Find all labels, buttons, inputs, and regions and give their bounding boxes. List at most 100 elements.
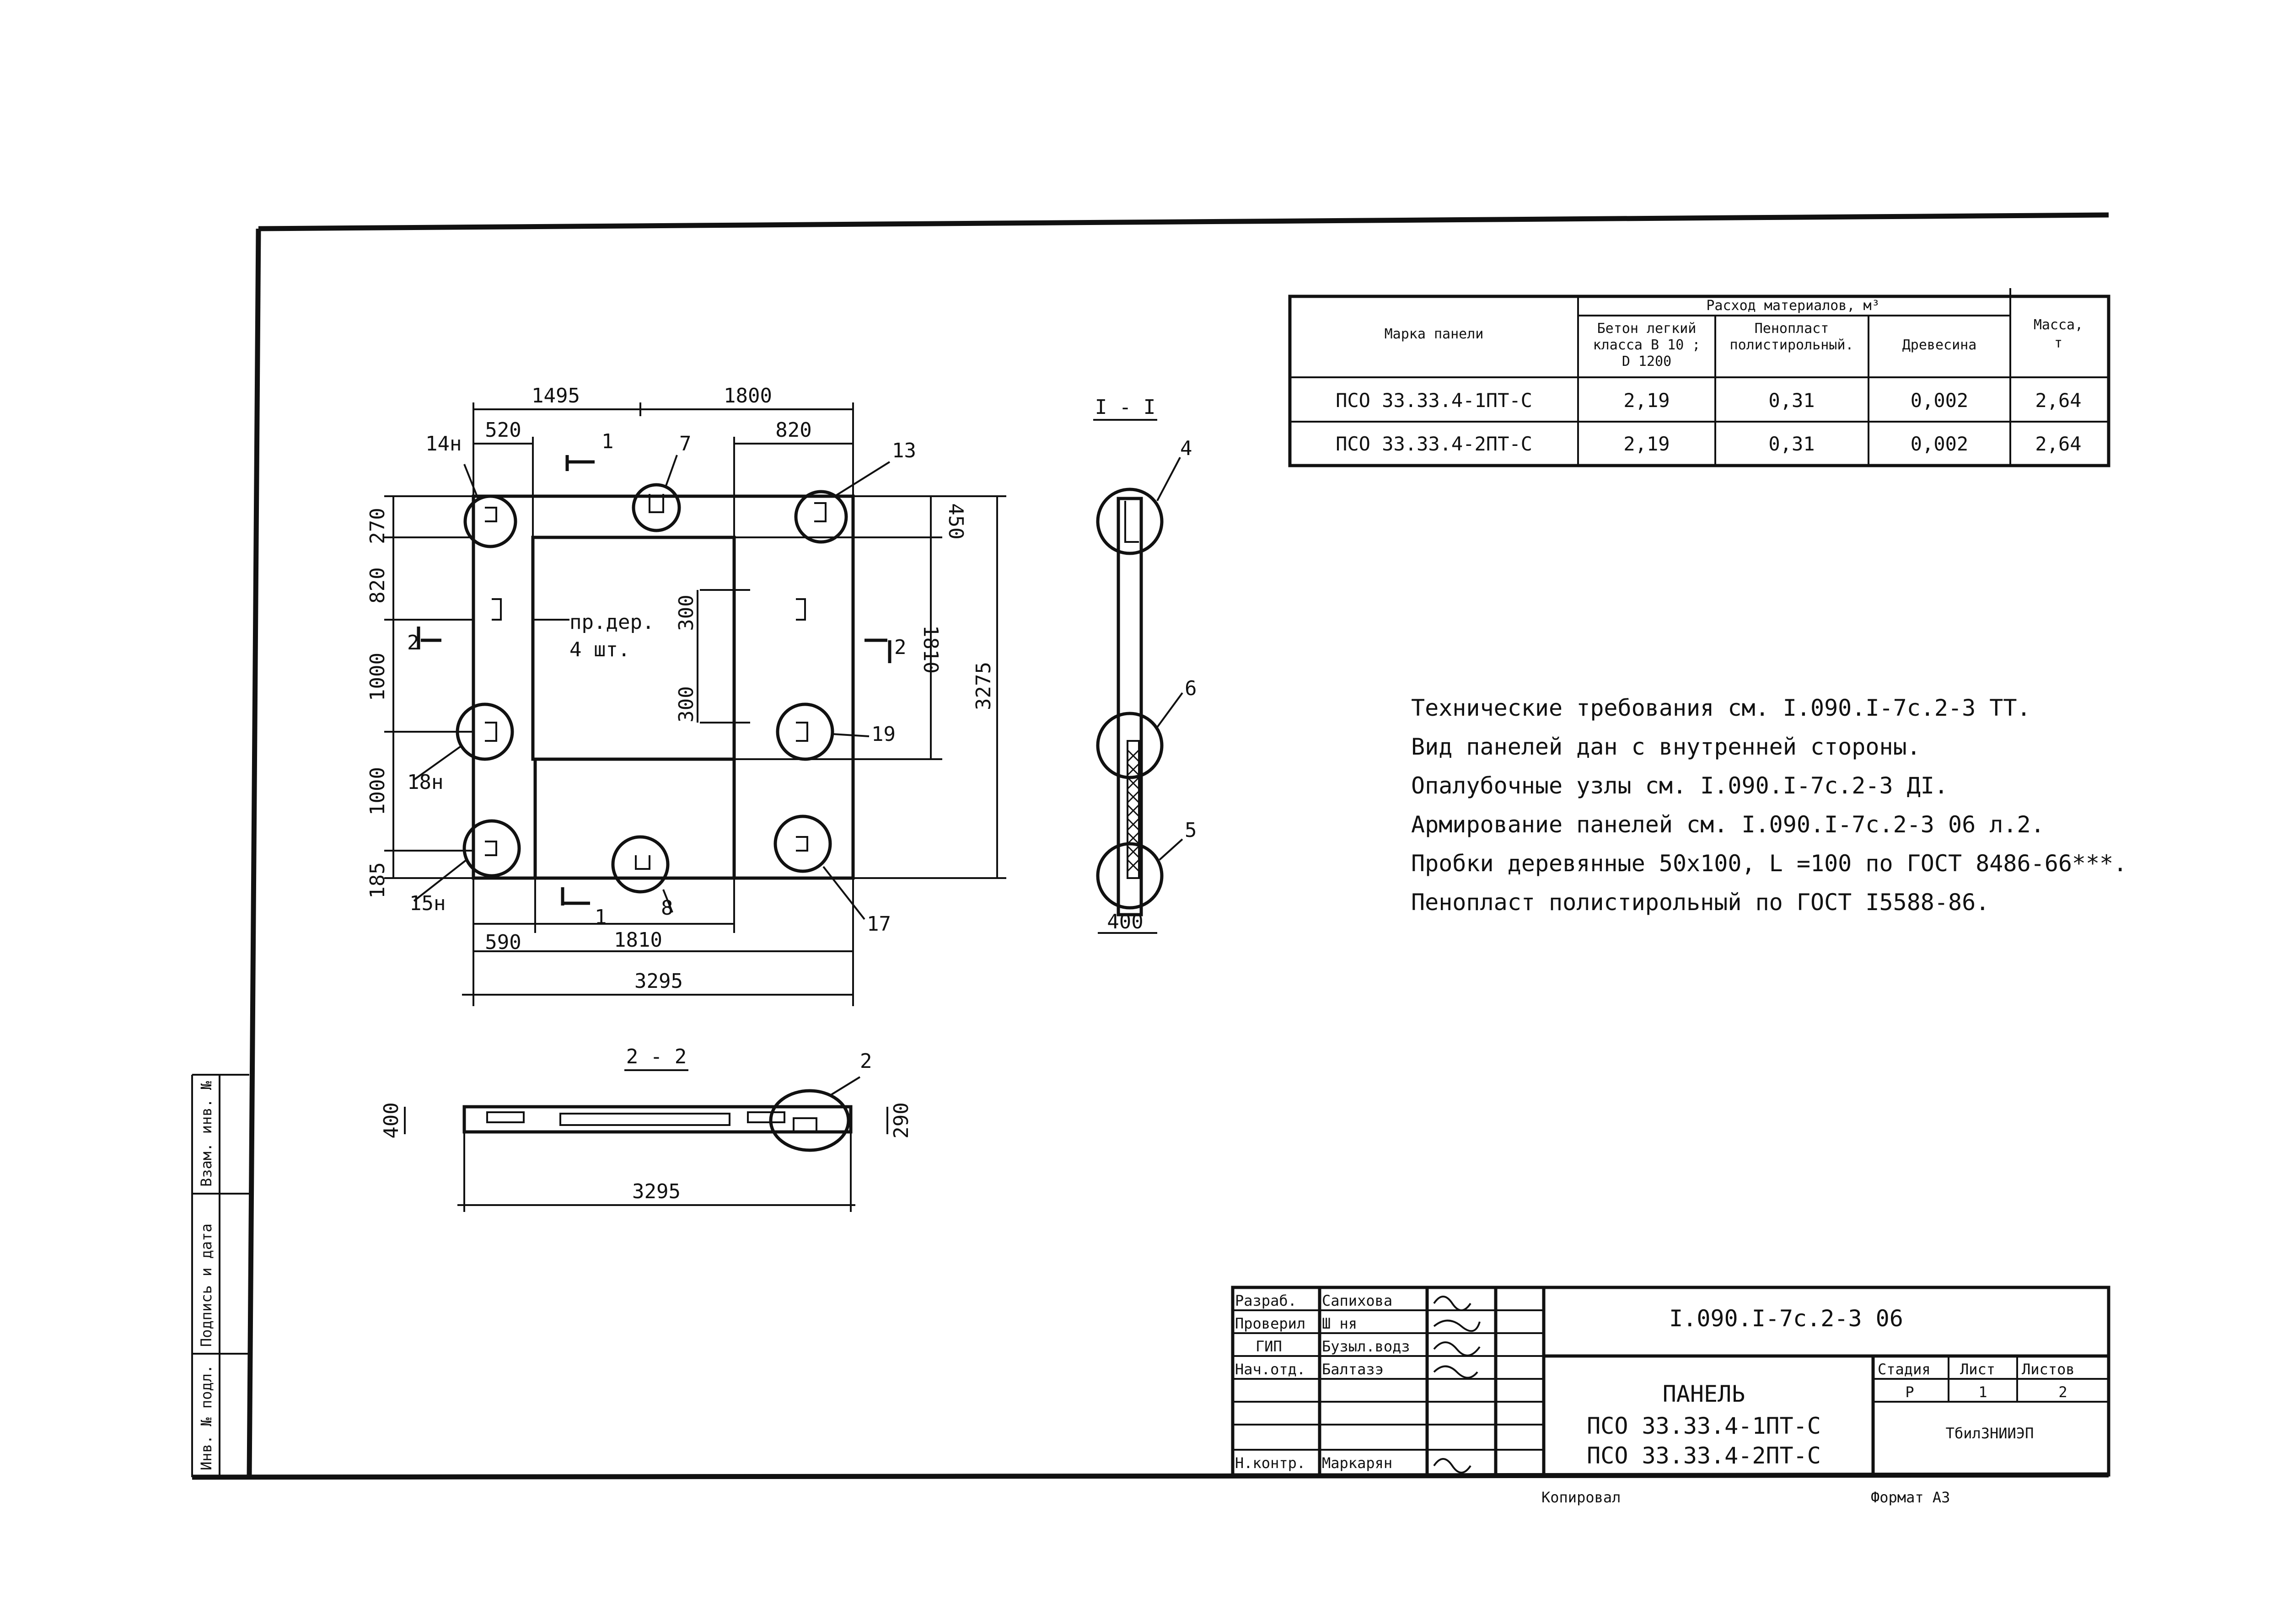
note-2: Вид панелей дан с внутренней стороны. — [1411, 734, 1921, 760]
stamp-name-2: Ш ня — [1322, 1315, 1357, 1332]
section-1-1: I - I 4 6 5 400 — [1093, 396, 1197, 934]
stamp-role-2: Проверил — [1235, 1315, 1305, 1332]
node-circle-2 — [769, 1089, 850, 1152]
table-header-mark: Марка панели — [1385, 326, 1484, 342]
table-row-2-mark: ПСО 33.33.4-2ПТ-С — [1336, 433, 1532, 455]
stamp-name-3: Бузыл.водз — [1322, 1338, 1410, 1355]
dim-top-1800: 1800 — [724, 384, 772, 407]
stamp-name-4: Балтазэ — [1322, 1361, 1384, 1378]
note-4: Армирование панелей см. I.090.I-7с.2-3 0… — [1411, 811, 2045, 838]
table-row-1-wood: 0,002 — [1911, 389, 1968, 412]
dim-left-270: 270 — [366, 508, 389, 544]
table-header-foam-2: полистирольный. — [1730, 337, 1854, 353]
table-header-foam-1: Пенопласт — [1755, 321, 1829, 337]
dim-bottom-590: 590 — [485, 931, 521, 954]
dim-inner-300-a: 300 — [675, 595, 698, 631]
table-header-mass-1: Масса, — [2034, 317, 2083, 333]
table-header-mass-2: т — [2054, 335, 2062, 351]
stamp-stage-label: Стадия — [1878, 1361, 1931, 1378]
section-2-2: 2 - 2 2 400 290 3295 — [380, 1045, 913, 1212]
table-header-wood: Древесина — [1902, 337, 1977, 353]
dim-left-1000-a: 1000 — [366, 653, 389, 701]
table-row-1-concrete: 2,19 — [1623, 389, 1670, 412]
node-label-7: 7 — [679, 432, 692, 456]
side-stamp-sign: Подпись и дата — [198, 1223, 215, 1347]
node-circle-14n — [463, 494, 517, 548]
dim-section22-290: 290 — [890, 1102, 913, 1138]
sheet-frame — [191, 212, 2109, 1480]
stamp-sheet-label: Лист — [1960, 1361, 1995, 1378]
node-label-17: 17 — [867, 912, 891, 936]
dim-top-1495: 1495 — [532, 384, 580, 407]
section-mark-1-bottom: 1 — [595, 906, 607, 929]
table-row-2-wood: 0,002 — [1911, 433, 1968, 455]
node-label-5: 5 — [1185, 819, 1197, 842]
node-label-19: 19 — [871, 723, 896, 746]
table-row-1-foam: 0,31 — [1768, 389, 1815, 412]
section-mark-2-left: 2 — [407, 631, 419, 654]
node-label-4: 4 — [1180, 437, 1192, 460]
section-1-1-title: I - I — [1095, 396, 1155, 419]
plug-note-2: 4 шт. — [569, 638, 630, 661]
copied-by-label: Копировал — [1541, 1489, 1621, 1506]
node-circle-15n — [462, 819, 521, 878]
dim-inner-300-b: 300 — [675, 686, 698, 722]
technical-notes: Технические требования см. I.090.I-7с.2-… — [1411, 695, 2127, 916]
dim-right-3275: 3275 — [972, 662, 995, 710]
table-row-2-foam: 0,31 — [1768, 433, 1815, 455]
table-header-group: Расход материалов, м³ — [1706, 298, 1879, 314]
node-circle-8 — [611, 835, 670, 894]
node-circle-7 — [632, 483, 681, 532]
side-stamp-inv: Инв. № подл. — [198, 1365, 215, 1470]
note-5: Пробки деревянные 50x100, L =100 по ГОСТ… — [1411, 850, 2127, 877]
node-label-6: 6 — [1185, 677, 1197, 700]
node-label-18n: 18н — [407, 771, 443, 794]
table-row-1-mark: ПСО 33.33.4-1ПТ-С — [1336, 389, 1532, 412]
node-label-8: 8 — [661, 896, 673, 920]
dim-top-820: 820 — [775, 418, 811, 442]
node-circle-19 — [776, 702, 834, 761]
section-mark-1-top: 1 — [601, 430, 614, 453]
dim-right-1810: 1810 — [919, 625, 942, 674]
node-label-14n: 14н — [425, 432, 462, 456]
panel-plan-view: 1495 1800 520 820 270 820 1000 1000 185 … — [366, 384, 1006, 1006]
table-header-concrete-2: класса В 10 ; — [1593, 337, 1701, 353]
note-3: Опалубочные узлы см. I.090.I-7с.2-3 ДI. — [1411, 772, 1948, 799]
format-label: Формат А3 — [1871, 1489, 1950, 1506]
table-row-2-concrete: 2,19 — [1623, 433, 1670, 455]
stamp-role-3: ГИП — [1256, 1338, 1282, 1355]
title-block: Разраб. Проверил ГИП Нач.отд. Н.контр. С… — [1231, 1286, 2110, 1477]
dim-overall-3295: 3295 — [634, 970, 683, 993]
section-mark-2-right: 2 — [894, 636, 907, 659]
stamp-org: ТбилЗНИИЭП — [1946, 1425, 2034, 1442]
dim-bottom-1810: 1810 — [614, 928, 662, 952]
node-label-2: 2 — [860, 1050, 872, 1073]
stamp-sheets-value: 2 — [2058, 1383, 2067, 1401]
materials-table: Расход материалов, м³ Марка панели Бетон… — [1288, 288, 2110, 467]
node-label-15n: 15н — [409, 892, 446, 915]
table-header-concrete-1: Бетон легкий — [1597, 321, 1697, 337]
note-1: Технические требования см. I.090.I-7с.2-… — [1411, 695, 2031, 721]
node-circle-6 — [1096, 712, 1164, 779]
plug-note-1: пр.дер. — [569, 611, 654, 634]
node-label-13: 13 — [892, 439, 916, 462]
note-6: Пенопласт полистирольный по ГОСТ I5588-8… — [1411, 889, 1989, 916]
stamp-doc-code: I.090.I-7с.2-3 06 — [1669, 1305, 1903, 1332]
side-stamp-replace: Взам. инв. № — [198, 1081, 215, 1187]
stamp-role-7: Н.контр. — [1235, 1454, 1305, 1472]
section-2-2-title: 2 - 2 — [626, 1045, 687, 1068]
table-row-1-mass: 2,64 — [2035, 389, 2081, 412]
dim-left-185: 185 — [366, 862, 389, 898]
node-circle-17 — [773, 815, 832, 873]
stamp-name-7: Маркарян — [1322, 1454, 1392, 1472]
window-opening — [531, 536, 736, 761]
dim-left-820: 820 — [366, 567, 389, 603]
table-row-2-mass: 2,64 — [2035, 433, 2081, 455]
stamp-title-2: ПСО 33.33.4-1ПТ-С — [1587, 1413, 1821, 1439]
node-circle-4 — [1096, 488, 1164, 555]
stamp-sheets-label: Листов — [2022, 1361, 2075, 1378]
stamp-name-1: Сапихова — [1322, 1292, 1392, 1309]
dim-section11-400: 400 — [1107, 910, 1143, 933]
side-stamp: Инв. № подл. Подпись и дата Взам. инв. № — [198, 1081, 215, 1470]
